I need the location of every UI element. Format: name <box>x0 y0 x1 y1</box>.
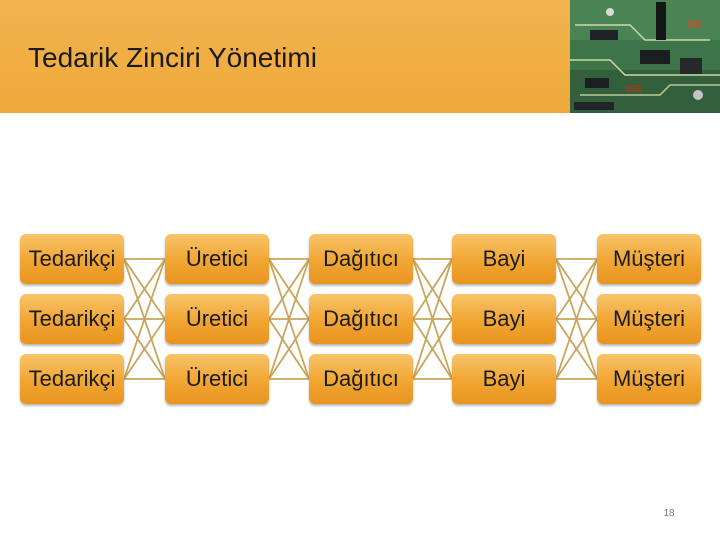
connector-line <box>412 258 453 380</box>
node-supplier-row-2: Tedarikçi <box>20 294 124 344</box>
node-distributor-row-2: Dağıtıcı <box>309 294 413 344</box>
connector-line <box>268 258 310 320</box>
slide-title: Tedarik Zinciri Yönetimi <box>28 42 317 73</box>
connector-line <box>123 258 166 380</box>
node-manufacturer-row-1: Üretici <box>165 234 269 284</box>
page-number: 18 <box>663 508 675 519</box>
connector-line <box>555 318 598 380</box>
connector-line <box>123 258 166 320</box>
node-supplier-row-3: Tedarikçi <box>20 354 124 404</box>
node-dealer-row-2: Bayi <box>452 294 556 344</box>
node-distributor-row-1: Dağıtıcı <box>309 234 413 284</box>
connector-line <box>123 318 166 380</box>
node-customer-row-1: Müşteri <box>597 234 701 284</box>
connector-line <box>555 258 598 320</box>
slide-header-bar: Tedarik Zinciri Yönetimi <box>0 0 570 113</box>
node-dealer-row-1: Bayi <box>452 234 556 284</box>
node-manufacturer-row-3: Üretici <box>165 354 269 404</box>
node-dealer-row-3: Bayi <box>452 354 556 404</box>
connector-line <box>268 318 310 380</box>
node-customer-row-3: Müşteri <box>597 354 701 404</box>
circuit-board-photo-icon <box>570 0 720 113</box>
connector-line <box>412 318 453 380</box>
node-distributor-row-3: Dağıtıcı <box>309 354 413 404</box>
node-supplier-row-1: Tedarikçi <box>20 234 124 284</box>
node-manufacturer-row-2: Üretici <box>165 294 269 344</box>
node-customer-row-2: Müşteri <box>597 294 701 344</box>
connector-line <box>555 258 598 380</box>
connector-line <box>268 258 310 380</box>
connector-line <box>412 258 453 320</box>
